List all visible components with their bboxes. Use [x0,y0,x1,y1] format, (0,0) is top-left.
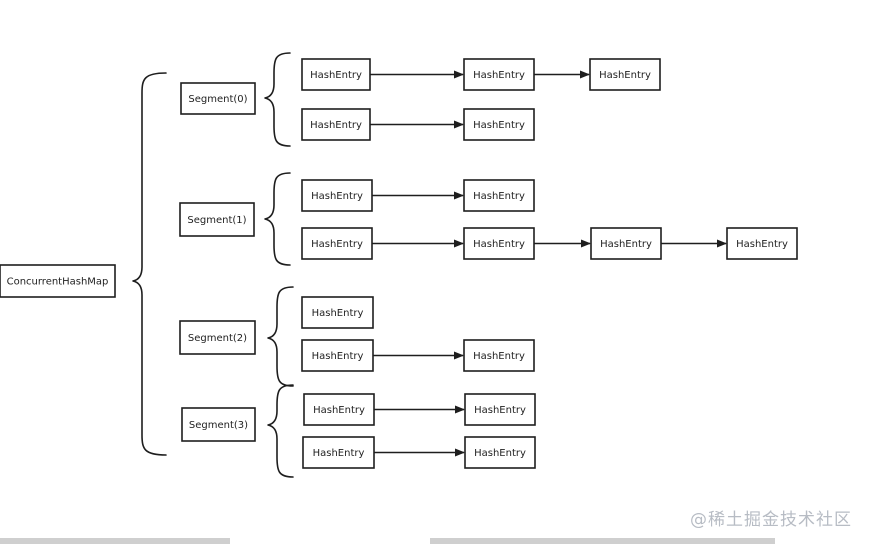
segment-0-chain-0-entry-1: HashEntry [463,58,535,91]
segment-0-chain-0-entry-0-label: HashEntry [310,70,362,81]
segment-2-brace [267,286,294,387]
segment-2-box [179,320,256,355]
segment-0-chain-1-entry-0-box [301,108,371,141]
segment-2-chain-0-entry-0: HashEntry [301,296,374,329]
segment-3-brace [267,384,294,478]
segment-1-box [179,202,255,237]
segment-3-chain-0-entry-1-box [464,393,536,426]
segment-3-chain-1-entry-1: HashEntry [464,436,536,469]
segment-2-chain-1-entry-0-label: HashEntry [312,351,364,362]
segment-0-label: Segment(0) [188,94,247,105]
segment-1-chain-1-entry-2: HashEntry [590,227,662,260]
segment-3-label: Segment(3) [189,420,248,431]
segment-0-chain-0-entry-2-label: HashEntry [599,70,651,81]
segment-2-chain-0-entry-0-label: HashEntry [312,308,364,319]
segment-3-box [181,407,256,442]
segment-1-chain-1-entry-1: HashEntry [463,227,535,260]
segment-1: Segment(1) [179,202,255,237]
segment-1-label: Segment(1) [187,215,246,226]
segment-2-chain-1-entry-0-box [301,339,374,372]
segment-0-chain-0-entry-0-box [301,58,371,91]
segment-1-chain-0-entry-1-box [463,179,535,212]
root-concurrenthashmap: ConcurrentHashMap [0,264,116,298]
segment-2-chain-1-entry-1-label: HashEntry [473,351,525,362]
segment-3-chain-0-entry-1: HashEntry [464,393,536,426]
segment-0-chain-0-entry-0: HashEntry [301,58,371,91]
segment-1-chain-1-entry-1-label: HashEntry [473,239,525,250]
segment-0-chain-1-entry-1-box [463,108,535,141]
watermark-text: @稀土掘金技术社区 [690,510,852,530]
segment-2-chain-1-entry-0: HashEntry [301,339,374,372]
segment-3-chain-1-entry-1-box [464,436,536,469]
segment-1-chain-0-entry-0-label: HashEntry [311,191,363,202]
segment-2-chain-1-entry-1: HashEntry [463,339,535,372]
segment-1-chain-1-entry-2-label: HashEntry [600,239,652,250]
segment-3-chain-0-entry-1-label: HashEntry [474,405,526,416]
segment-3-chain-0-entry-0: HashEntry [303,393,375,426]
segment-1-chain-0-entry-1-label: HashEntry [473,191,525,202]
cutoff-text-band [0,536,775,544]
segment-2: Segment(2) [179,320,256,355]
segment-0-chain-1-entry-1: HashEntry [463,108,535,141]
segment-2-chain-1-entry-1-box [463,339,535,372]
segment-3: Segment(3) [181,407,256,442]
segment-1-chain-1-entry-1-box [463,227,535,260]
segment-2-label: Segment(2) [188,333,247,344]
segment-1-chain-1-entry-0-label: HashEntry [311,239,363,250]
segment-3-chain-0-entry-0-label: HashEntry [313,405,365,416]
segment-3-chain-1-entry-1-label: HashEntry [474,448,526,459]
root-concurrenthashmap-box [0,264,116,298]
segment-0-chain-1-entry-0: HashEntry [301,108,371,141]
segment-0-chain-0-entry-2-box [589,58,661,91]
segment-0-box [180,82,256,115]
root-concurrenthashmap-label: ConcurrentHashMap [7,277,109,288]
segment-0-chain-0-entry-1-label: HashEntry [473,70,525,81]
segment-1-chain-1-entry-0: HashEntry [301,227,373,260]
segment-1-chain-1-entry-3: HashEntry [726,227,798,260]
segment-0-chain-1-entry-0-label: HashEntry [310,120,362,131]
segment-3-chain-1-entry-0: HashEntry [302,436,375,469]
segment-1-chain-1-entry-3-box [726,227,798,260]
segment-1-chain-0-entry-0: HashEntry [301,179,373,212]
segment-1-brace [264,172,291,266]
segment-0-chain-0-entry-1-box [463,58,535,91]
segment-0-brace [264,52,291,147]
root-brace [132,72,167,456]
segment-0-chain-1-entry-1-label: HashEntry [473,120,525,131]
segment-0: Segment(0) [180,82,256,115]
segment-2-chain-0-entry-0-box [301,296,374,329]
segment-0-chain-0-entry-2: HashEntry [589,58,661,91]
segment-3-chain-1-entry-0-label: HashEntry [313,448,365,459]
segment-1-chain-0-entry-1: HashEntry [463,179,535,212]
segment-1-chain-1-entry-3-label: HashEntry [736,239,788,250]
